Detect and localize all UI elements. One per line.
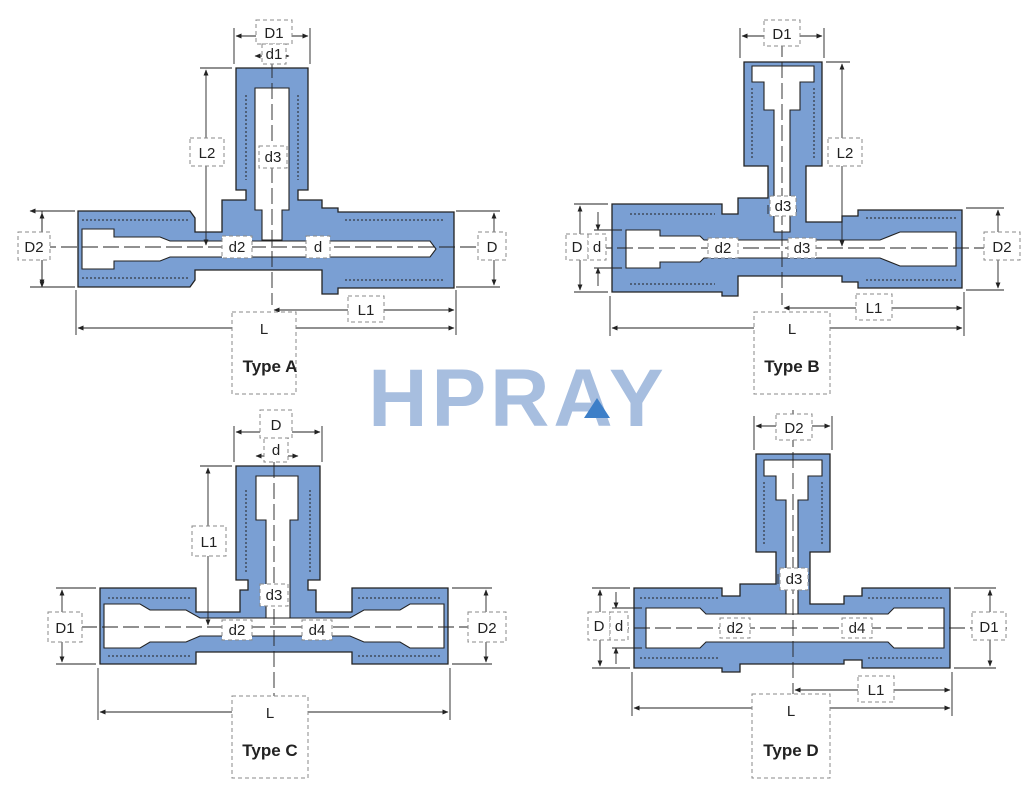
type-d-label-d-outer: D: [594, 618, 605, 635]
type-b-label-d2: d2: [715, 240, 732, 257]
type-b-label-l2: L2: [837, 145, 854, 162]
type-d-label-d1: D1: [979, 619, 998, 636]
type-d-caption: Type D: [763, 741, 818, 760]
type-c-label-d3: d3: [266, 587, 283, 604]
type-d-label-d2-outer: D2: [784, 420, 803, 437]
type-d-label-d3: d3: [786, 571, 803, 588]
logo-text: HPRAY: [368, 353, 668, 444]
type-c-caption: Type C: [242, 741, 297, 760]
type-c-label-d-outer: D: [271, 417, 282, 434]
type-a-label-d2-outer: D2: [24, 239, 43, 256]
type-d-label-l1: L1: [868, 682, 885, 699]
type-c-label-d-inner: d: [272, 442, 280, 459]
logo-accent-icon: [584, 398, 610, 418]
type-b-vertical-bore: [751, 65, 815, 233]
diagram-type-c: D d L1 d3 D1 d2 d4 D2 L Type C: [47, 409, 507, 779]
type-c-label-l1: L1: [201, 534, 218, 551]
type-a-label-d-outer: D: [487, 239, 498, 256]
type-c-label-d1: D1: [55, 620, 74, 637]
diagram-type-d: D2 d3 D d d2 d4 D1 L1 L Type D: [587, 410, 1010, 779]
type-a-label-d1-outer: D1: [264, 25, 283, 42]
type-b-label-d-inner: d: [593, 239, 601, 256]
type-b-caption: Type B: [764, 357, 819, 376]
type-b-label-l1: L1: [866, 300, 883, 317]
type-c-label-l: L: [266, 705, 274, 722]
type-b-label-d3-top: d3: [775, 198, 792, 215]
type-a-label-l2: L2: [199, 145, 216, 162]
type-a-label-d3: d3: [265, 149, 282, 166]
type-d-label-d-inner: d: [615, 618, 623, 635]
type-c-label-d4: d4: [309, 622, 326, 639]
hpray-logo: HPRAY: [368, 353, 668, 444]
type-a-caption: Type A: [243, 357, 298, 376]
type-b-label-l: L: [788, 321, 796, 338]
type-b-label-d2-outer: D2: [992, 239, 1011, 256]
type-a-horizontal-bore: [81, 228, 437, 270]
type-d-label-l: L: [787, 703, 795, 720]
type-c-label-d2: d2: [229, 622, 246, 639]
type-c-label-d2-outer: D2: [477, 620, 496, 637]
type-a-label-d-inner: d: [314, 239, 322, 256]
type-b-label-d1: D1: [772, 26, 791, 43]
type-d-label-d4: d4: [849, 620, 866, 637]
type-b-label-d3: d3: [794, 240, 811, 257]
type-a-label-d1-inner: d1: [266, 46, 283, 63]
type-c-horizontal-bore: [103, 603, 445, 649]
diagram-type-b: D1 L2 d3 D d d2 d3 D2 L1 L Type B: [565, 19, 1021, 395]
type-a-label-l: L: [260, 321, 268, 338]
type-d-label-d2: d2: [727, 620, 744, 637]
type-b-label-d-outer: D: [572, 239, 583, 256]
type-a-label-d2-inner: d2: [229, 239, 246, 256]
diagram-type-a: D2 D D1 d1 L2 d3 d2 d L1 L Type A: [17, 19, 507, 395]
type-a-label-l1: L1: [358, 302, 375, 319]
